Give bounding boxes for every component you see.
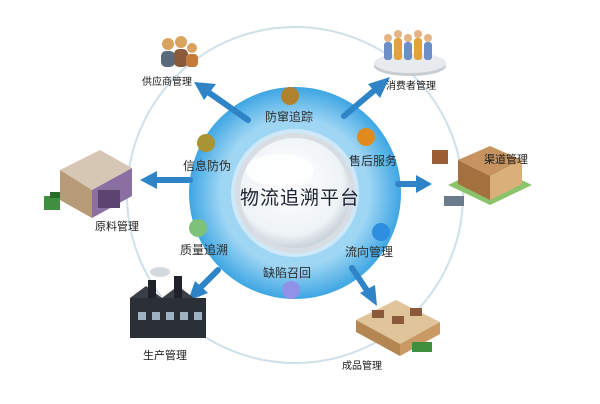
- dot-anti-counterfeit: [281, 87, 299, 105]
- factory-icon: [130, 267, 206, 338]
- module-finished-goods: 成品管理: [342, 361, 382, 372]
- dot-recall: [282, 281, 300, 299]
- arrows: [140, 77, 432, 306]
- channel-store-icon: [432, 146, 532, 206]
- ring-label-flow: 流向管理: [345, 245, 394, 259]
- arrow-consumer: [341, 77, 390, 119]
- ring-label-anti-counterfeit: 防窜追踪: [265, 110, 314, 124]
- module-raw-materials: 原料管理: [95, 220, 139, 233]
- dot-after-sales: [357, 128, 375, 146]
- dot-info: [197, 134, 215, 152]
- arrow-supplier: [194, 82, 251, 123]
- ring-label-info: 信息防伪: [183, 159, 232, 173]
- module-consumer: 消费者管理: [386, 81, 436, 92]
- module-supplier: 供应商管理: [142, 77, 192, 88]
- ring-dots: [189, 87, 390, 299]
- finished-goods-room-icon: [356, 300, 440, 356]
- module-production: 生产管理: [143, 349, 187, 362]
- arrow-channel: [395, 175, 432, 193]
- ring-label-recall: 缺陷召回: [263, 266, 312, 280]
- ring-label-after-sales: 售后服务: [349, 154, 398, 168]
- arrow-finished: [349, 265, 377, 306]
- center-title: 物流追溯平台: [239, 187, 360, 209]
- center-highlight: [246, 154, 314, 186]
- raw-material-warehouse-icon: [44, 150, 132, 218]
- consumer-crowd-icon: [374, 30, 446, 76]
- dot-flow: [372, 223, 390, 241]
- arrow-production: [188, 267, 221, 301]
- ring-label-quality: 质量追溯: [180, 243, 229, 257]
- supplier-people-icon: [161, 36, 198, 67]
- dot-quality: [189, 219, 207, 237]
- arrow-raw: [140, 171, 193, 189]
- module-channel: 渠道管理: [484, 153, 528, 166]
